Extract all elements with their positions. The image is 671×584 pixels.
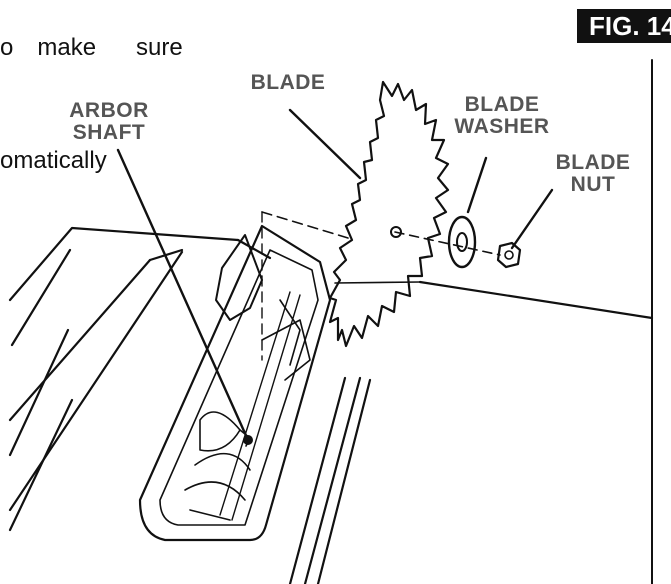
label-blade-washer-line-1: BLADE bbox=[464, 93, 540, 116]
label-arbor-shaft: ARBOR SHAFT bbox=[50, 100, 168, 144]
nut-leader bbox=[510, 188, 554, 250]
front-edge-lines bbox=[8, 328, 74, 532]
axis-dashed-line bbox=[394, 231, 501, 256]
label-blade-nut: BLADE NUT bbox=[544, 152, 642, 196]
figure-tag: FIG. 14 bbox=[577, 9, 671, 43]
arbor-shaft-leader bbox=[116, 148, 250, 442]
label-blade-nut-line-2: NUT bbox=[570, 173, 616, 196]
body-text-line-2: omatically bbox=[0, 147, 107, 174]
label-blade-washer: BLADE WASHER bbox=[440, 94, 564, 138]
label-blade-washer-line-2: WASHER bbox=[454, 115, 550, 138]
inner-blade-edge bbox=[215, 234, 263, 321]
label-blade: BLADE bbox=[250, 71, 326, 94]
blade-washer bbox=[447, 215, 477, 269]
miter-slot-lines bbox=[288, 376, 372, 584]
blade-leader bbox=[288, 108, 362, 180]
washer-leader bbox=[466, 156, 488, 214]
body-word-1: o bbox=[0, 34, 14, 61]
throat-plate-slot bbox=[138, 224, 332, 542]
blade-nut bbox=[496, 241, 522, 269]
body-word-2: make bbox=[37, 34, 97, 61]
label-arbor-shaft-line-1: ARBOR bbox=[69, 99, 149, 122]
label-blade-nut-line-1: BLADE bbox=[555, 151, 631, 174]
body-word-3: sure bbox=[136, 34, 183, 61]
saw-blade bbox=[328, 80, 450, 348]
saw-table-outline bbox=[8, 226, 654, 512]
label-arbor-shaft-line-2: SHAFT bbox=[72, 121, 146, 144]
arbor-mechanism bbox=[184, 411, 251, 521]
